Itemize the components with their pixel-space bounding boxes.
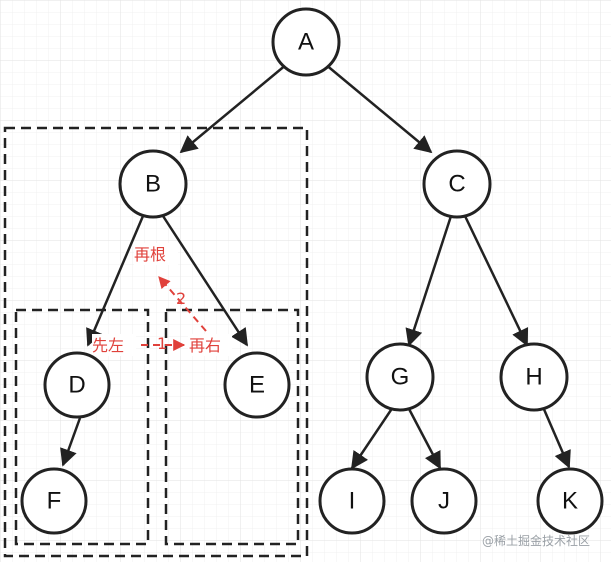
node-h-label: H [525,364,542,391]
node-f-label: F [47,488,62,515]
node-i-label: I [349,488,356,515]
node-c-label: C [448,171,465,198]
label-step-1: 1 [157,334,167,353]
edge-b-d [86,215,145,347]
node-i: I [318,467,386,535]
node-c: C [422,149,492,219]
edge-b-e [161,215,249,347]
node-h: H [499,342,569,412]
node-d-label: D [68,372,85,399]
label-first-left: 先左 [92,336,124,355]
node-e-label: E [249,372,265,399]
d-subtree-box [14,308,150,546]
node-b-label: B [145,171,161,198]
edge-c-h [463,215,529,347]
edge-a-b [179,63,288,154]
node-a-label: A [298,29,314,56]
edge-d-f [60,417,82,467]
root-label-bg [134,243,178,265]
left-label-bg [92,334,136,356]
edge-g-j [406,406,442,470]
e-subtree-box [164,308,300,546]
node-j: J [410,467,478,535]
label-then-root: 再根 [134,245,166,264]
node-g: G [365,342,435,412]
watermark: @稀土掘金技术社区 [482,533,590,548]
edge-h-k [541,406,571,469]
node-f: F [20,467,88,535]
node-b: B [118,149,188,219]
left-subtree-box [3,126,309,558]
label-then-right: 再右 [189,336,221,355]
edge-g-i [350,406,395,470]
node-k: K [536,467,604,535]
node-g-label: G [391,364,410,391]
node-a: A [271,7,341,77]
edge-c-g [405,215,453,347]
right-label-bg [188,334,232,356]
node-j-label: J [438,488,450,515]
node-d: D [43,351,111,419]
edge-a-c [324,63,433,154]
node-e: E [223,351,291,419]
label-step-2: 2 [176,289,186,308]
node-k-label: K [562,488,578,515]
